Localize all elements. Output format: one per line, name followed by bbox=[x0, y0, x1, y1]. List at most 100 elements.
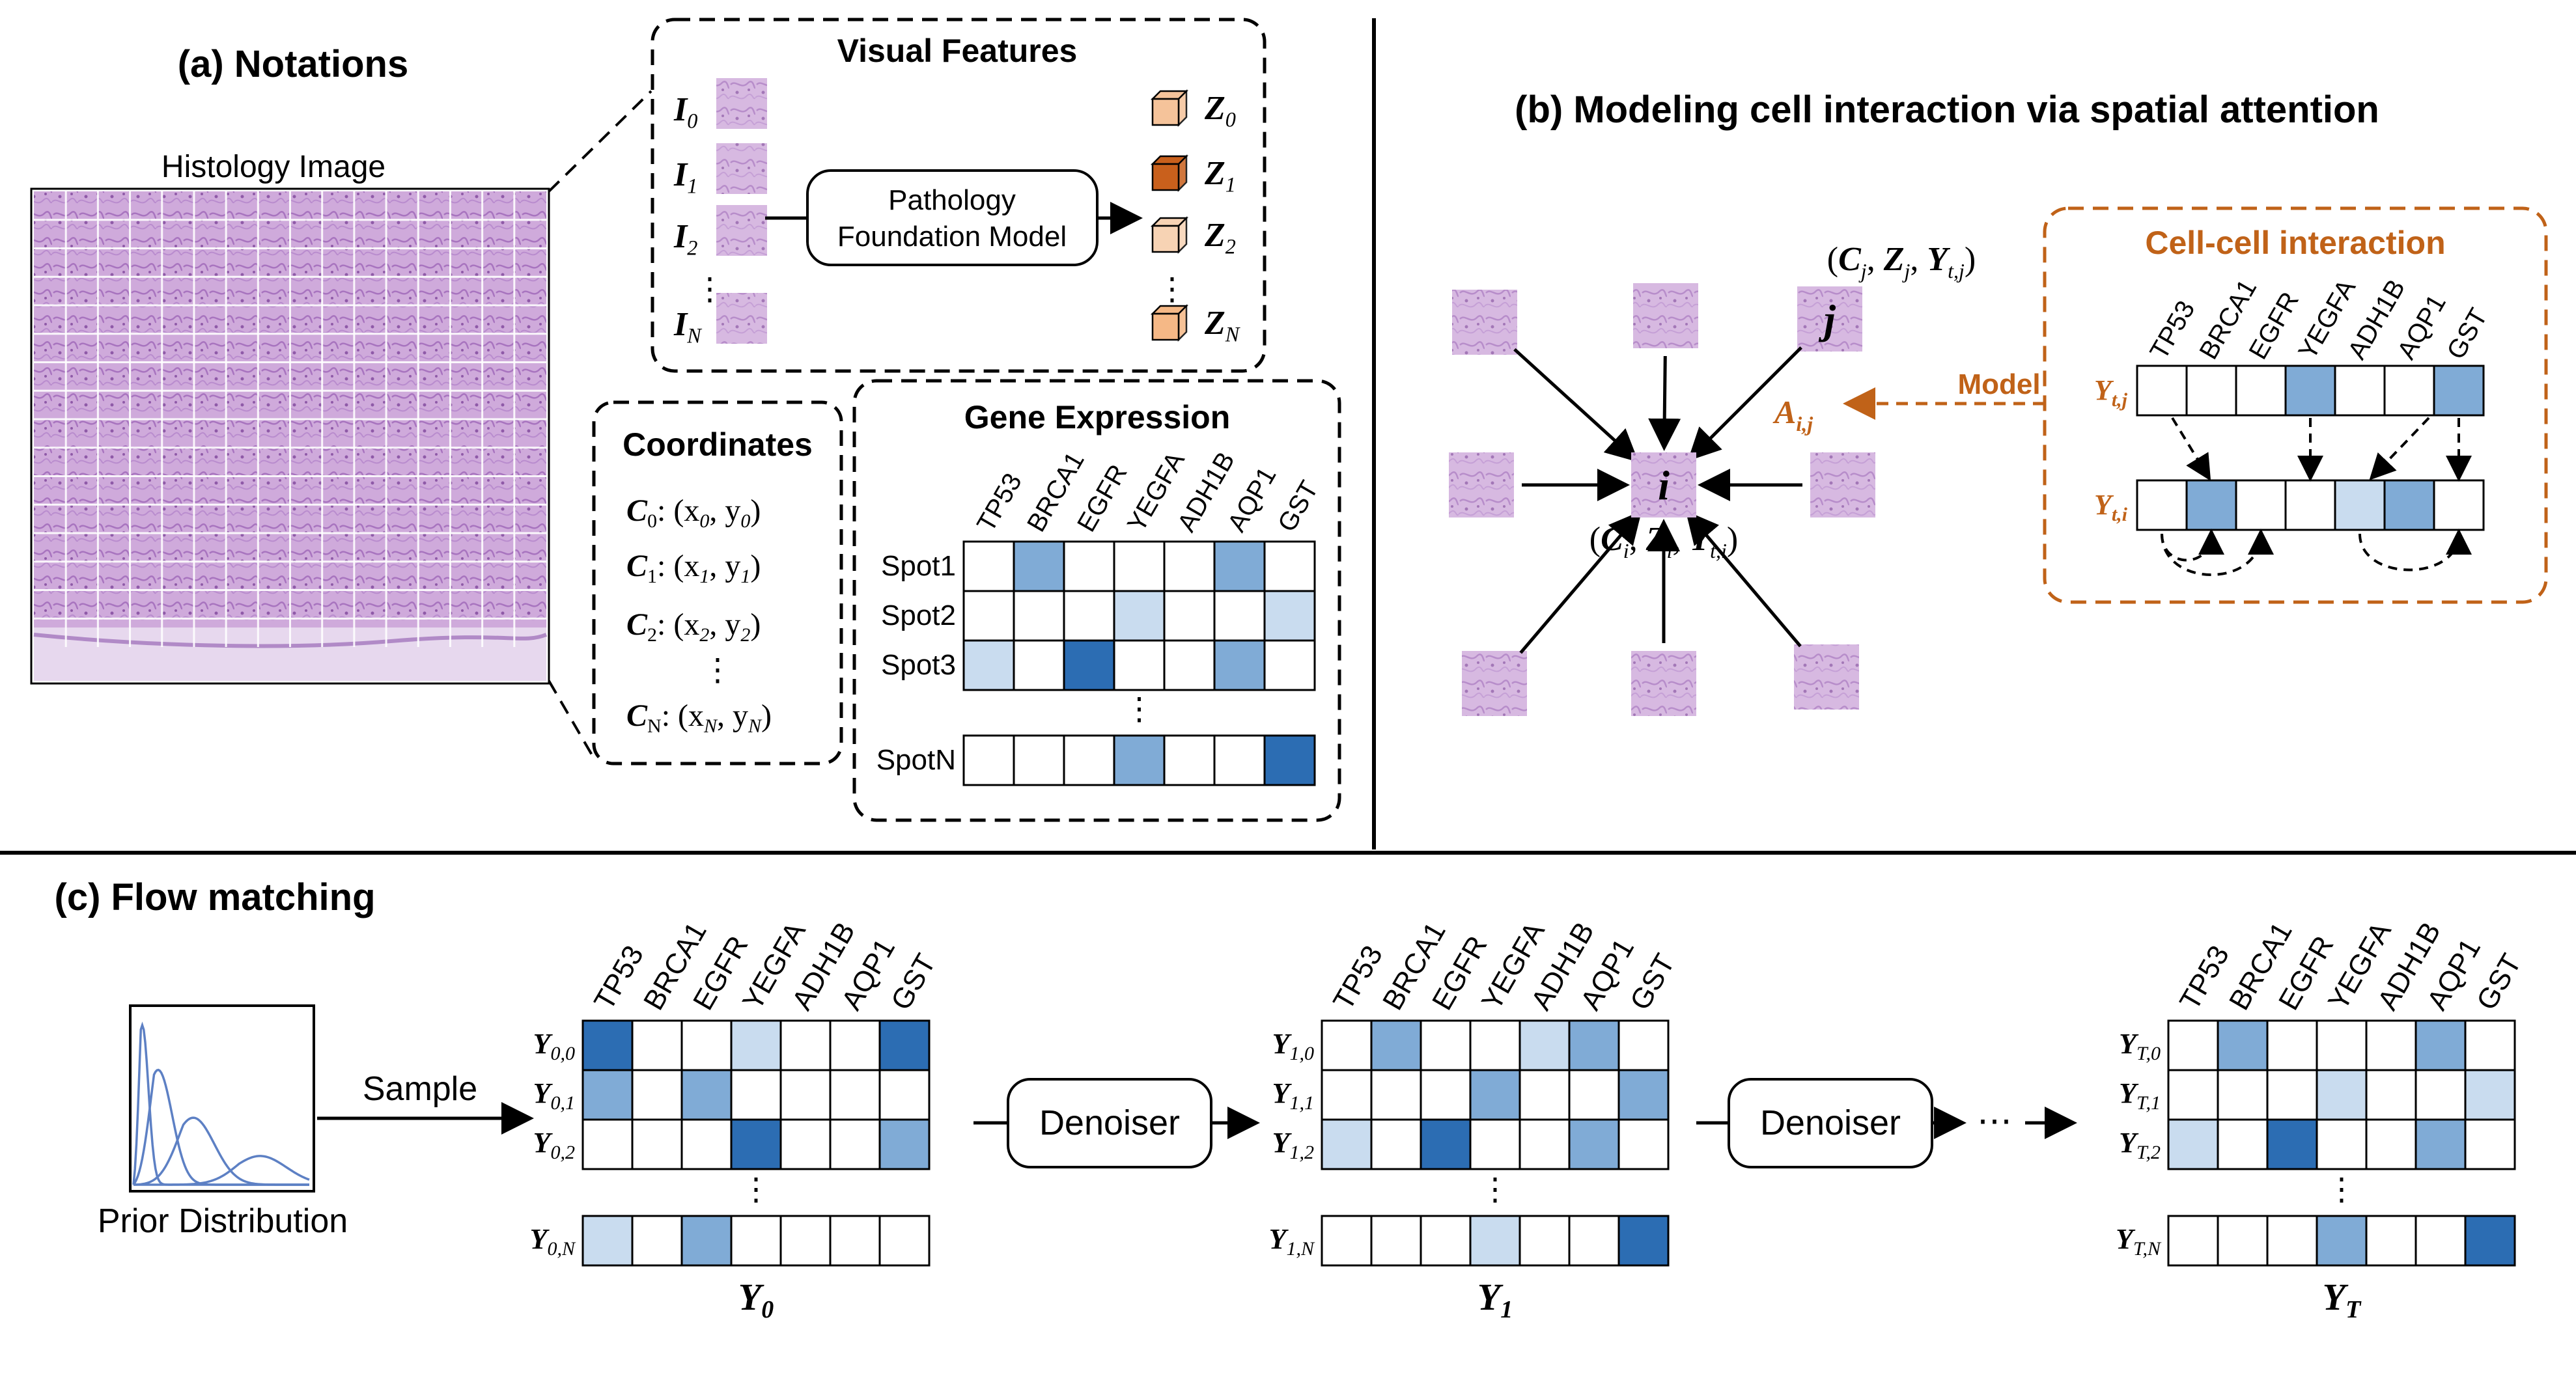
row-j-label: Yt,j bbox=[2094, 374, 2128, 411]
coordinate-N: CN: (xN, yN) bbox=[626, 698, 772, 737]
center-tuple-part: C bbox=[1601, 521, 1624, 558]
stage-2-row-0-cell-6 bbox=[2464, 1019, 2516, 1071]
center-cell-label: i bbox=[1658, 462, 1670, 508]
denoiser-2-label: Denoiser bbox=[1760, 1103, 1901, 1142]
spot-label-0: Spot1 bbox=[881, 550, 956, 582]
image-patch-0-tint bbox=[716, 78, 767, 129]
neighbor-tuple-part: ) bbox=[1965, 241, 1976, 278]
interaction-row-j-cell-4 bbox=[2334, 365, 2386, 417]
visual-features-box: Visual Features bbox=[651, 18, 1267, 373]
coord-xsub: 2 bbox=[699, 624, 709, 646]
coord-close: ) bbox=[750, 549, 761, 583]
stage-1-row-3-cell-6 bbox=[1617, 1215, 1670, 1267]
row-label-sub: 0,0 bbox=[551, 1043, 576, 1064]
neighbor-cell-0 bbox=[1452, 290, 1517, 355]
stage-2-row-0-cell-1 bbox=[2217, 1019, 2269, 1071]
coord-close: ) bbox=[750, 493, 761, 528]
stage-0-row-label-1: Y0,1 bbox=[533, 1077, 575, 1114]
gene-expression-box: Gene Expression bbox=[852, 379, 1341, 822]
center-tuple-part: , bbox=[1672, 521, 1689, 558]
feature-cube-0 bbox=[1150, 89, 1189, 128]
center-tuple: (Ci, Zi, Yt,i) bbox=[1589, 521, 1738, 562]
neighbor-cell-7-tint bbox=[1794, 644, 1859, 710]
stage-1-row-3-cell-4 bbox=[1519, 1215, 1571, 1267]
coord-mid: , y bbox=[709, 549, 740, 583]
coord-open: : (x bbox=[657, 607, 699, 642]
attention-sub: i,j bbox=[1796, 412, 1813, 435]
coord-ysub: N bbox=[748, 715, 763, 737]
stage-2-row-3-cell-6 bbox=[2464, 1215, 2516, 1267]
stage-0-row-2-cell-3 bbox=[730, 1118, 782, 1170]
stage-name-base: Y bbox=[2323, 1276, 2349, 1318]
row-j-base: Y bbox=[2094, 374, 2114, 406]
image-patch-N-fill bbox=[716, 293, 767, 344]
stage-2: TP53BRCA1EGFRYEGFAADH1BAQP1GSTYT,0YT,1YT… bbox=[2116, 917, 2528, 1323]
coordinates-title: Coordinates bbox=[623, 426, 813, 463]
histology-image bbox=[30, 187, 550, 685]
neighbor-cell-0-fill bbox=[1452, 290, 1517, 355]
image-label-2-base: I bbox=[673, 218, 688, 255]
spot-row-3-cell-5 bbox=[1213, 734, 1266, 786]
stage-0-row-0-cell-5 bbox=[829, 1019, 881, 1071]
spot-row-3-cell-1 bbox=[1013, 734, 1065, 786]
stage-1-row-label-3: Y1,N bbox=[1269, 1223, 1315, 1260]
stage-2-row-1-cell-1 bbox=[2217, 1069, 2269, 1121]
image-label-1-base: I bbox=[673, 156, 688, 193]
stage-2-row-0-cell-5 bbox=[2415, 1019, 2467, 1071]
image-label-N-base: I bbox=[673, 306, 688, 343]
coord-base: C bbox=[626, 493, 648, 528]
stage-name-sub: T bbox=[2345, 1296, 2362, 1323]
stage-1-ellipsis: ⋮ bbox=[1479, 1172, 1511, 1207]
center-tuple-part: i bbox=[1666, 539, 1672, 562]
stage-2-row-3-cell-4 bbox=[2365, 1215, 2417, 1267]
feature-cube-N bbox=[1150, 303, 1189, 342]
stage-2-row-3-cell-0 bbox=[2167, 1215, 2219, 1267]
feature-label-N-sub: N bbox=[1225, 322, 1240, 346]
spot-row-2-cell-0 bbox=[962, 639, 1015, 691]
sample-label: Sample bbox=[363, 1070, 477, 1108]
neighbor-tuple-part: , bbox=[1910, 241, 1927, 278]
stage-0-row-3-cell-4 bbox=[779, 1215, 832, 1267]
gene-header-gst: GST bbox=[1272, 476, 1324, 536]
stage-2-row-3-cell-5 bbox=[2415, 1215, 2467, 1267]
image-label-2: I2 bbox=[673, 218, 697, 259]
attention-edge-1 bbox=[1648, 355, 1681, 452]
spot-row-0-cell-6 bbox=[1263, 540, 1316, 592]
interaction-row-i-cell-2 bbox=[2235, 479, 2287, 531]
stage-2-row-1-cell-0 bbox=[2167, 1069, 2219, 1121]
neighbor-cell-1 bbox=[1633, 283, 1698, 348]
interaction-row-j-cell-0 bbox=[2136, 365, 2188, 417]
feature-cube-front bbox=[1151, 225, 1180, 253]
spot-row-1-cell-0 bbox=[962, 590, 1015, 642]
stage-2-row-2-cell-4 bbox=[2365, 1118, 2417, 1170]
interaction-row-j-cell-1 bbox=[2185, 365, 2237, 417]
interaction-gene-tp53: TP53 bbox=[2144, 296, 2200, 365]
feature-cube-front bbox=[1151, 312, 1180, 341]
neighbor-cell-3 bbox=[1449, 452, 1514, 517]
stage-2-row-3-cell-2 bbox=[2266, 1215, 2318, 1267]
neighbor-tuple-part: Y bbox=[1927, 241, 1950, 278]
row-label-sub: T,0 bbox=[2136, 1043, 2161, 1064]
feature-label-2-sub: 2 bbox=[1225, 234, 1236, 258]
stage-1-row-0-cell-6 bbox=[1617, 1019, 1670, 1071]
interaction-row-j-cell-6 bbox=[2433, 365, 2485, 417]
stage-0-row-3-cell-2 bbox=[680, 1215, 733, 1267]
image-patch-2-tint bbox=[716, 205, 767, 256]
row-label-base: Y bbox=[2119, 1028, 2139, 1060]
panel-a-title: (a) Notations bbox=[178, 43, 408, 85]
feature-label-0-base: Z bbox=[1204, 90, 1225, 127]
stage-0-row-label-3: Y0,N bbox=[530, 1223, 576, 1260]
neighbor-cell-3-tint bbox=[1449, 452, 1514, 517]
stage-0-row-0-cell-1 bbox=[631, 1019, 683, 1071]
panel-c-title: (c) Flow matching bbox=[55, 876, 376, 918]
spot-row-3-cell-4 bbox=[1163, 734, 1216, 786]
stage-0-row-0-cell-6 bbox=[878, 1019, 931, 1071]
neighbor-cell-5-fill bbox=[1462, 651, 1527, 716]
stage-0-row-2-cell-4 bbox=[779, 1118, 832, 1170]
coord-close: ) bbox=[750, 607, 761, 642]
image-label-1-sub: 1 bbox=[687, 174, 697, 197]
stage-0-gene-tp53: TP53 bbox=[588, 940, 650, 1015]
coord-sub: 1 bbox=[647, 566, 657, 587]
stage-0-row-1-cell-2 bbox=[680, 1069, 733, 1121]
feature-label-1-base: Z bbox=[1204, 155, 1225, 192]
